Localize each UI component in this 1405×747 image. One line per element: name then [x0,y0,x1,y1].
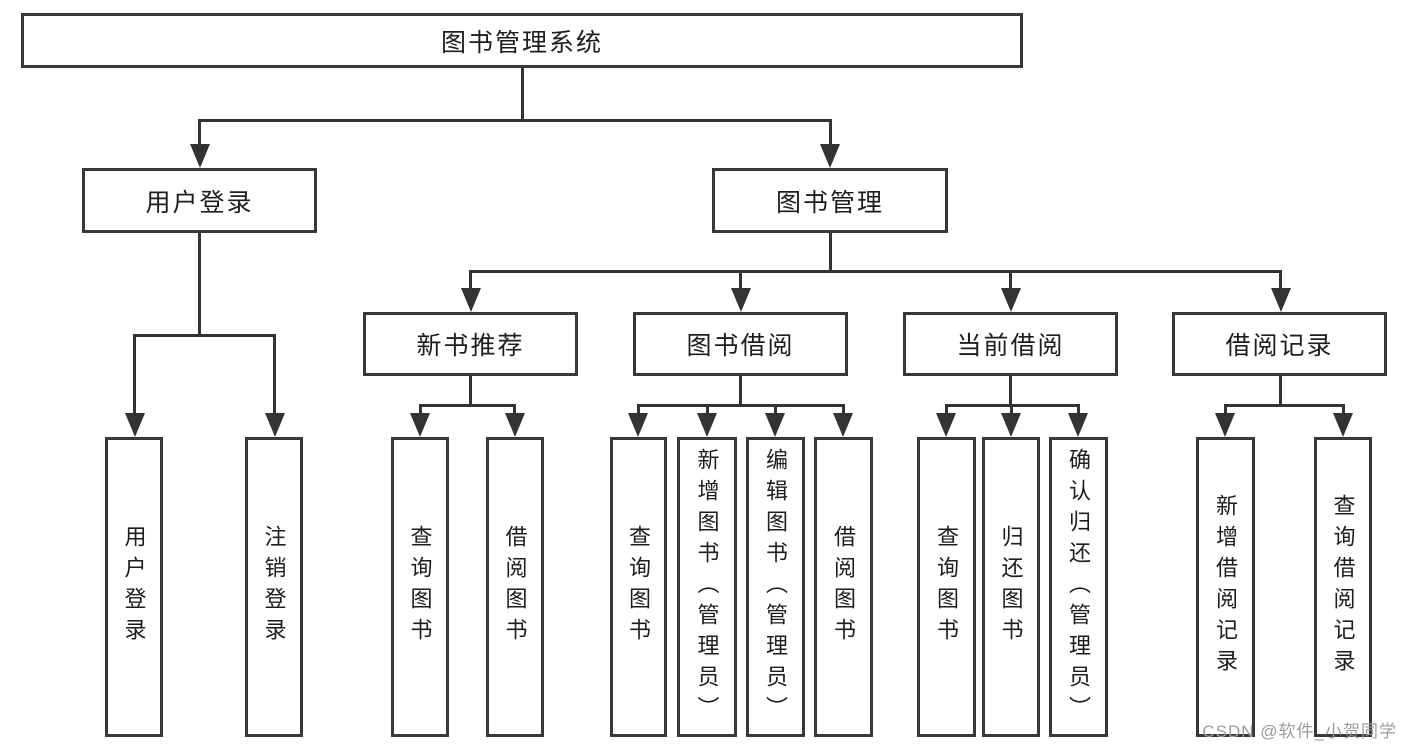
node-leaf-cb-return-books: 归还图书 [982,437,1040,737]
arrowhead-down-icon [936,413,956,437]
node-root: 图书管理系统 [21,13,1023,68]
node-borrow-records: 借阅记录 [1172,312,1387,376]
edge-line [739,270,742,290]
node-label: 查询借阅记录 [1330,494,1356,680]
arrowhead-down-icon [410,413,430,437]
edge-line [198,233,201,337]
arrowhead-down-icon [1001,413,1021,437]
node-book-borrow: 图书借阅 [633,312,848,376]
arrowhead-down-icon [833,413,853,437]
node-leaf-nb-query-books: 查询图书 [391,437,449,737]
node-new-book-recommend: 新书推荐 [363,312,578,376]
edge-line [1224,404,1345,407]
node-book-management: 图书管理 [712,168,948,233]
edge-line [133,334,136,416]
arrowhead-down-icon [765,413,785,437]
csdn-watermark: CSDN @软件_小贺同学 [1202,722,1397,741]
node-user-login: 用户登录 [82,168,317,233]
node-label: 借阅图书 [831,525,857,649]
edge-line [1279,270,1282,290]
arrowhead-down-icon [697,413,717,437]
edge-line [1009,376,1012,407]
arrowhead-down-icon [125,413,145,437]
edge-line [1342,404,1345,416]
edge-line [1010,404,1013,416]
edge-line [774,404,777,416]
node-leaf-nb-borrow-books: 借阅图书 [486,437,544,737]
node-label: 用户登录 [121,525,147,649]
node-leaf-cb-query-books: 查询图书 [917,437,976,737]
edge-line [469,270,472,290]
edge-line [1077,404,1080,416]
node-label: 借阅图书 [502,525,528,649]
node-label: 确认归还（管理员） [1066,447,1092,727]
edge-line [521,68,524,122]
edge-line [1279,376,1282,407]
node-label: 新增借阅记录 [1213,494,1239,680]
node-label: 归还图书 [998,525,1024,649]
edge-line [198,119,201,149]
node-label: 查询图书 [934,525,960,649]
arrowhead-down-icon [1215,413,1235,437]
node-label: 编辑图书（管理员） [763,447,789,727]
edge-line [469,270,1282,273]
edge-line [133,334,276,337]
edge-line [637,404,640,416]
edge-line [1224,404,1227,416]
edge-line [419,404,516,407]
edge-line [706,404,709,416]
edge-line [1009,270,1012,290]
node-leaf-bb-borrow-books: 借阅图书 [814,437,873,737]
node-leaf-bb-add-books: 新增图书（管理员） [677,437,737,737]
arrowhead-down-icon [731,288,751,312]
arrowhead-down-icon [461,288,481,312]
edge-line [273,334,276,416]
edge-line [637,404,845,407]
edge-line [829,119,832,149]
edge-line [419,404,422,416]
node-label: 新增图书（管理员） [694,447,720,727]
edge-line [945,404,948,416]
arrowhead-down-icon [1333,413,1353,437]
node-leaf-br-add-record: 新增借阅记录 [1196,437,1255,737]
edge-line [842,404,845,416]
arrowhead-down-icon [505,413,525,437]
node-leaf-br-query-record: 查询借阅记录 [1314,437,1372,737]
node-current-borrow: 当前借阅 [903,312,1118,376]
node-leaf-cb-confirm-return: 确认归还（管理员） [1049,437,1108,737]
edge-line [739,376,742,407]
node-leaf-user-login: 用户登录 [105,437,163,737]
arrowhead-down-icon [1068,413,1088,437]
edge-line [829,233,832,273]
node-label: 查询图书 [407,525,433,649]
edge-line [513,404,516,416]
edge-line [198,119,832,122]
edge-line [469,376,472,407]
arrowhead-down-icon [628,413,648,437]
arrowhead-down-icon [1001,288,1021,312]
arrowhead-down-icon [1271,288,1291,312]
node-label: 查询图书 [626,525,652,649]
arrowhead-down-icon [265,413,285,437]
arrowhead-down-icon [820,144,840,168]
node-leaf-bb-query-books: 查询图书 [610,437,667,737]
node-leaf-logout: 注销登录 [245,437,303,737]
node-label: 注销登录 [261,525,287,649]
arrowhead-down-icon [190,144,210,168]
node-leaf-bb-edit-books: 编辑图书（管理员） [746,437,805,737]
